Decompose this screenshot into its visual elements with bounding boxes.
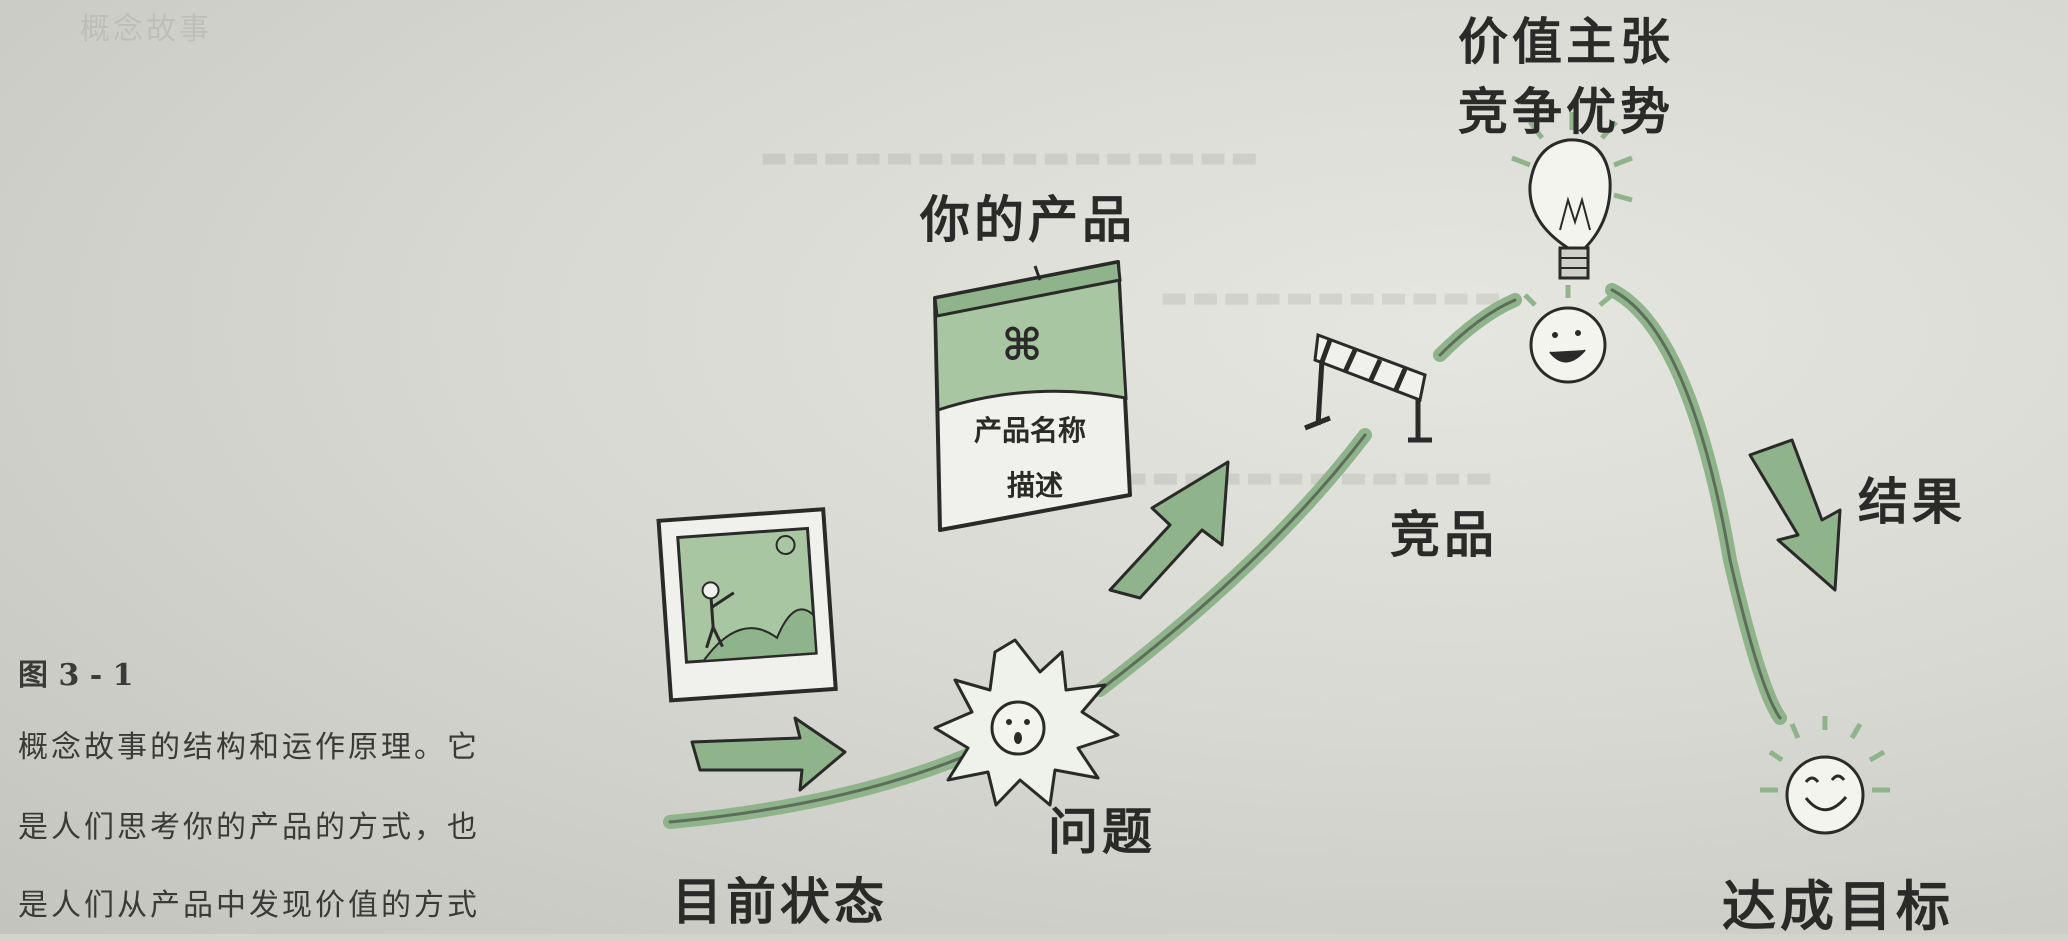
figure-number: 图 3 - 1 <box>18 658 134 693</box>
goal-achieved-label: 达成目标 <box>1722 875 1954 938</box>
value-proposition-label: 价值主张 <box>1458 13 1674 71</box>
caption-line-3: 是人们从产品中发现价值的方式 <box>18 888 480 923</box>
result-label: 结果 <box>1858 473 1966 531</box>
product-description-text: 描述 <box>1007 469 1063 502</box>
landscape-picture-icon <box>656 507 838 703</box>
product-name-text: 产品名称 <box>974 414 1086 447</box>
light-bulb-icon <box>1511 112 1633 280</box>
caption-line-1: 概念故事的结构和运作原理。它 <box>18 730 480 765</box>
hurdle-barrier-icon <box>1304 332 1432 443</box>
competitive-advantage-label: 竞争优势 <box>1458 83 1674 141</box>
product-box: ⌘ 产品名称 描述 <box>933 260 1132 532</box>
goal-smiley-icon <box>1760 716 1890 835</box>
bleed-through-text: ▬▬▬▬▬▬▬▬▬▬▬ <box>1160 280 1505 315</box>
competitor-label: 竞品 <box>1390 506 1498 564</box>
your-product-label: 你的产品 <box>920 191 1136 249</box>
problem-burst-face-icon <box>933 638 1120 807</box>
forward-arrow-icon <box>690 716 847 792</box>
current-state-label: 目前状态 <box>672 873 888 931</box>
smiling-face-icon <box>1523 285 1614 384</box>
bleed-through-text: ▬▬▬▬▬▬▬▬▬▬▬▬▬▬▬▬ <box>760 140 1262 175</box>
caption-line-2: 是人们思考你的产品的方式，也 <box>18 810 480 845</box>
journey-curve-segment-3 <box>1433 293 1522 362</box>
command-symbol-icon: ⌘ <box>1002 320 1043 371</box>
up-arrow-icon <box>1108 460 1230 600</box>
down-arrow-icon <box>1748 438 1842 592</box>
problem-label: 问题 <box>1048 803 1156 861</box>
bleed-through-text: 概念故事 <box>80 12 212 47</box>
